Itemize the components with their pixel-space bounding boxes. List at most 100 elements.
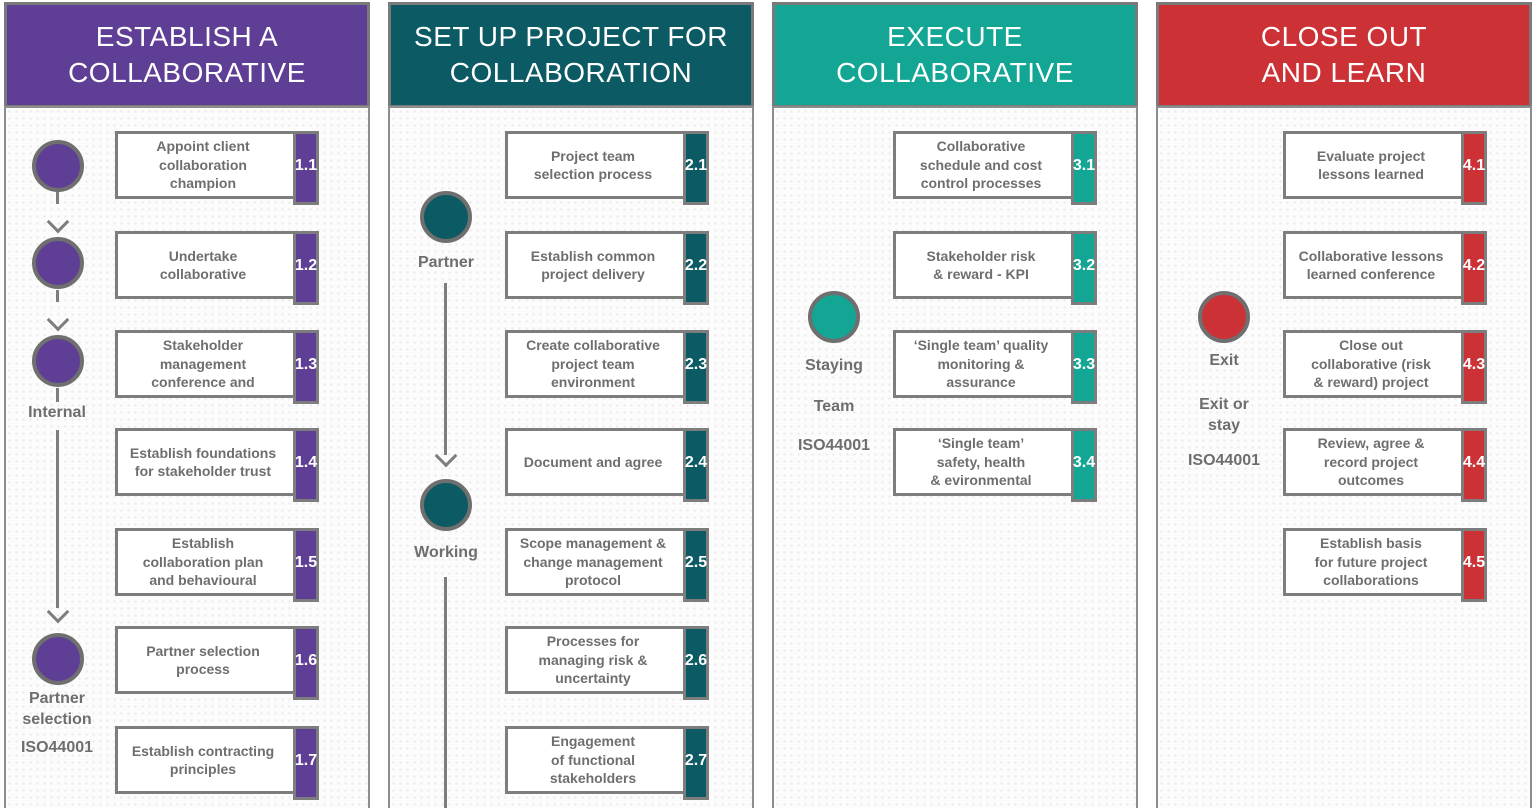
process-box-2-2: Establish common project delivery 2.2 (505, 231, 709, 305)
process-box-number: 4.5 (1461, 528, 1487, 602)
process-box-2-6: Processes for managing risk & uncertaint… (505, 626, 709, 700)
process-box-label: Establish basis for future project colla… (1314, 535, 1428, 589)
process-box-4-4: Review, agree & record project outcomes … (1283, 428, 1487, 502)
column-header-setup: SET UP PROJECT FOR COLLABORATION (388, 2, 754, 108)
process-box-4-3: Close out collaborative (risk & reward) … (1283, 330, 1487, 404)
process-box-number: 1.6 (293, 626, 319, 700)
stage-label-iso44001: ISO44001 (797, 437, 871, 454)
process-box-label: Undertake collaborative (159, 247, 247, 283)
process-box-number: 2.3 (683, 330, 709, 404)
process-box-number: 1.7 (293, 726, 319, 800)
process-box-label: Review, agree & record project outcomes (1317, 435, 1425, 489)
process-box-number: 3.2 (1071, 231, 1097, 305)
process-box-label: ‘Single team’ safety, health & evironmen… (930, 435, 1032, 489)
flow-line (56, 192, 59, 204)
process-box-number: 1.3 (293, 330, 319, 404)
process-box-2-5: Scope management & change management pro… (505, 528, 709, 602)
process-box-number: 2.5 (683, 528, 709, 602)
process-box-number: 1.4 (293, 428, 319, 502)
process-box-3-1: Collaborative schedule and cost control … (893, 131, 1097, 205)
process-box-3-3: ‘Single team’ quality monitoring & assur… (893, 330, 1097, 404)
column-header-execute: EXECUTE COLLABORATIVE (772, 2, 1138, 108)
process-box-1-3: Stakeholder management conference and 1.… (115, 330, 319, 404)
stage-label-iso44001: ISO44001 (20, 739, 94, 756)
column-header-closeout: CLOSE OUT AND LEARN (1156, 2, 1532, 108)
process-box-1-4: Establish foundations for stakeholder tr… (115, 428, 319, 502)
process-box-label: Project team selection process (533, 147, 653, 183)
stage-label-internal: Internal (28, 404, 86, 421)
process-box-2-1: Project team selection process 2.1 (505, 131, 709, 205)
process-box-number: 3.3 (1071, 330, 1097, 404)
flow-line (444, 283, 447, 455)
flow-line (56, 430, 59, 608)
process-box-label: Establish common project delivery (530, 247, 656, 283)
stage-circle (32, 140, 84, 192)
column-title: CLOSE OUT AND LEARN (1260, 21, 1428, 88)
process-box-label: Create collaborative project team enviro… (526, 337, 660, 391)
process-box-1-5: Establish collaboration plan and behavio… (115, 528, 319, 602)
stage-circle (32, 335, 84, 387)
process-box-number: 4.4 (1461, 428, 1487, 502)
process-box-4-1: Evaluate project lessons learned 4.1 (1283, 131, 1487, 205)
process-box-label: Establish contracting principles (131, 742, 275, 778)
process-box-number: 4.3 (1461, 330, 1487, 404)
stage-label-iso44001: ISO44001 (1187, 452, 1261, 469)
process-box-number: 2.1 (683, 131, 709, 205)
process-box-1-7: Establish contracting principles 1.7 (115, 726, 319, 800)
flow-line (56, 388, 59, 402)
stage-label-exit: Exit (1209, 352, 1239, 369)
stage-circle (420, 191, 472, 243)
process-box-number: 1.1 (293, 131, 319, 205)
process-box-number: 1.5 (293, 528, 319, 602)
process-box-label: Partner selection process (146, 642, 260, 678)
stage-label-working: Working (414, 544, 478, 561)
process-box-number: 3.4 (1071, 428, 1097, 502)
process-box-1-6: Partner selection process 1.6 (115, 626, 319, 700)
process-box-3-2: Stakeholder risk & reward - KPI 3.2 (893, 231, 1097, 305)
process-box-label: Document and agree (523, 453, 663, 470)
process-box-number: 4.1 (1461, 131, 1487, 205)
stage-circle (32, 633, 84, 685)
process-box-number: 1.2 (293, 231, 319, 305)
stage-circle (420, 479, 472, 531)
stage-label-partner: Partner (417, 254, 475, 271)
process-box-2-7: Engagement of functional stakeholders 2.… (505, 726, 709, 800)
column-header-establish: ESTABLISH A COLLABORATIVE (4, 2, 370, 108)
stage-circle (32, 237, 84, 289)
stage-label-team: Team (813, 398, 855, 415)
process-box-label: Engagement of functional stakeholders (549, 733, 637, 787)
stage-circle (808, 291, 860, 343)
process-box-label: ‘Single team’ quality monitoring & assur… (913, 337, 1049, 391)
column-title: ESTABLISH A COLLABORATIVE (68, 21, 306, 88)
column-title: EXECUTE COLLABORATIVE (836, 21, 1074, 88)
process-box-label: Establish collaboration plan and behavio… (142, 535, 264, 589)
flow-line (56, 290, 59, 302)
process-box-label: Establish foundations for stakeholder tr… (129, 444, 277, 480)
stage-label-exit-or-stay: Exit or stay (1199, 396, 1249, 434)
stage-label-partner-selection: Partner selection (22, 690, 92, 728)
process-box-number: 3.1 (1071, 131, 1097, 205)
process-box-label: Stakeholder management conference and (151, 337, 255, 391)
process-box-label: Collaborative lessons learned conference (1298, 247, 1444, 283)
stage-circle (1198, 291, 1250, 343)
process-box-label: Appoint client collaboration champion (156, 138, 250, 192)
process-box-label: Collaborative schedule and cost control … (919, 138, 1043, 192)
process-box-number: 2.2 (683, 231, 709, 305)
process-box-3-4: ‘Single team’ safety, health & evironmen… (893, 428, 1097, 502)
process-box-number: 2.7 (683, 726, 709, 800)
process-box-4-2: Collaborative lessons learned conference… (1283, 231, 1487, 305)
process-box-label: Close out collaborative (risk & reward) … (1311, 337, 1431, 391)
process-box-1-2: Undertake collaborative 1.2 (115, 231, 319, 305)
process-box-2-3: Create collaborative project team enviro… (505, 330, 709, 404)
column-title: SET UP PROJECT FOR COLLABORATION (414, 21, 728, 88)
process-box-number: 2.4 (683, 428, 709, 502)
process-box-number: 4.2 (1461, 231, 1487, 305)
process-box-label: Evaluate project lessons learned (1316, 147, 1426, 183)
process-box-4-5: Establish basis for future project colla… (1283, 528, 1487, 602)
process-box-1-1: Appoint client collaboration champion 1.… (115, 131, 319, 205)
process-box-number: 2.6 (683, 626, 709, 700)
process-box-label: Processes for managing risk & uncertaint… (538, 633, 648, 687)
stage-label-staying: Staying (805, 357, 863, 374)
process-box-2-4: Document and agree 2.4 (505, 428, 709, 502)
